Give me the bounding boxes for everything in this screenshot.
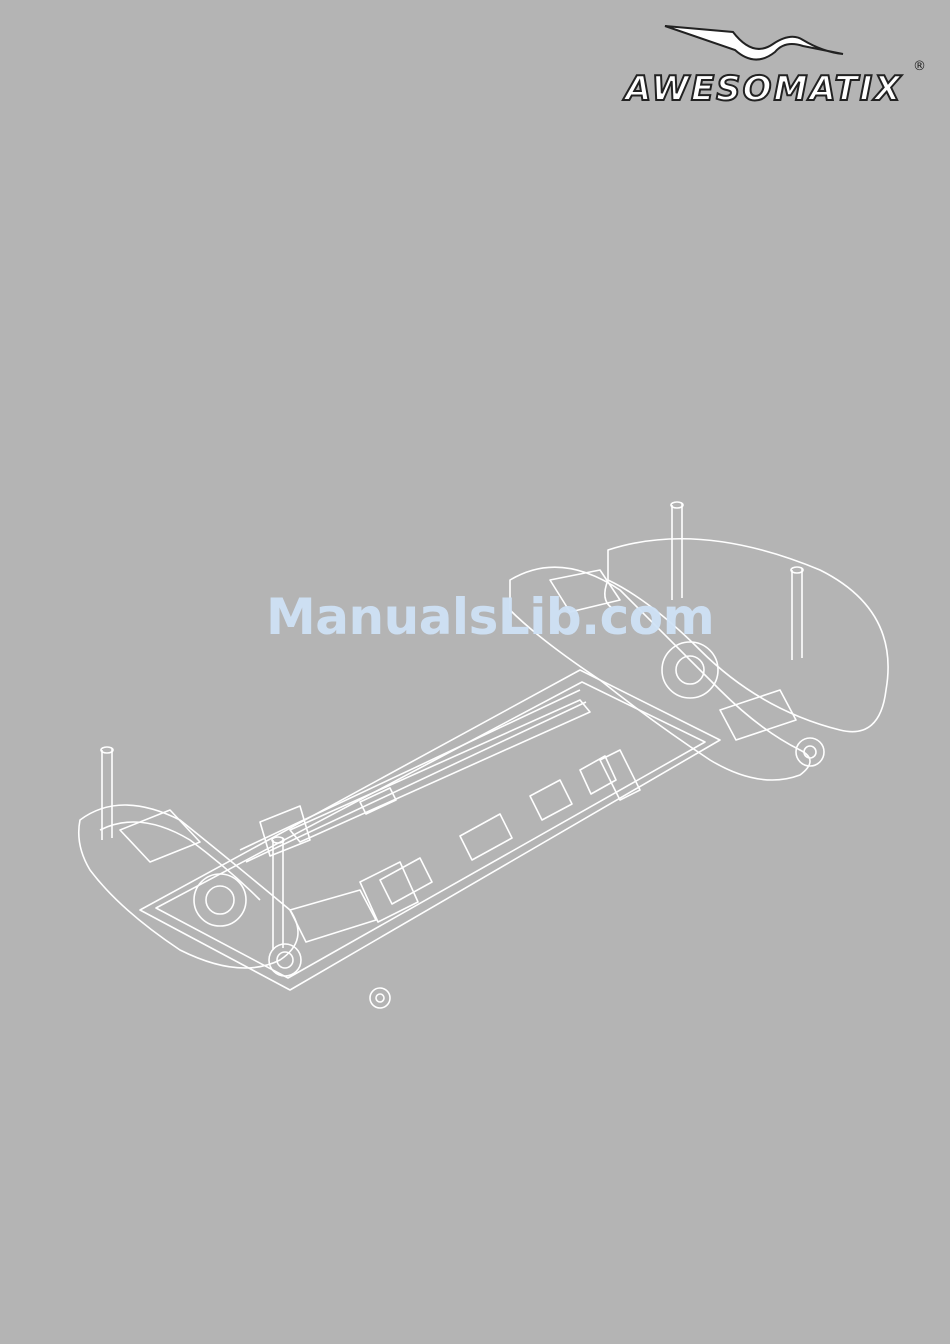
chassis-illustration — [60, 490, 900, 1050]
brand-logo: AWESOMATIX ® — [615, 18, 935, 118]
logo-trademark: ® — [913, 59, 926, 74]
watermark-text: ManualsLib.com — [266, 588, 714, 646]
logo-wordmark: AWESOMATIX — [622, 69, 903, 109]
logo-swoosh-icon — [665, 26, 843, 60]
rc-car-chassis-icon — [79, 502, 888, 1008]
